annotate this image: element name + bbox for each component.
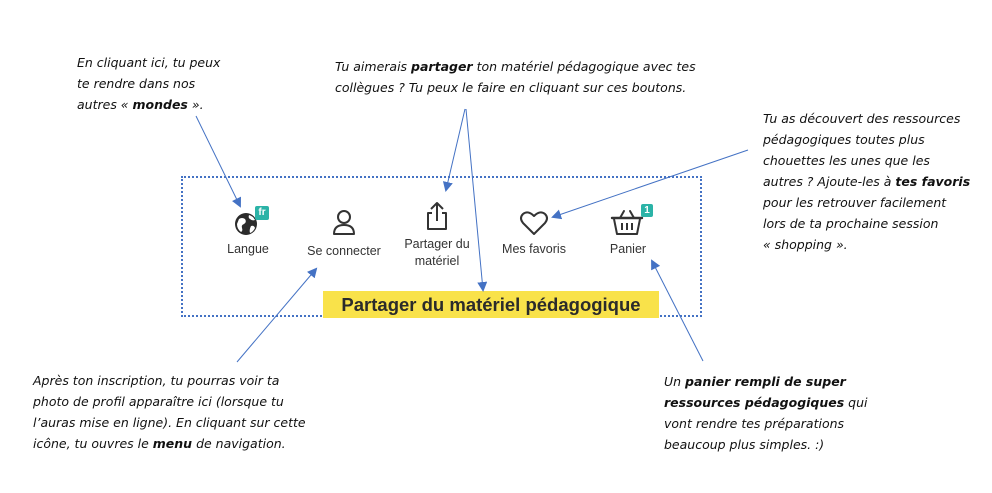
note-profil: Après ton inscription, tu pourras voir t…: [33, 373, 306, 451]
note-partager: Tu aimerais partager ton matériel pédago…: [335, 59, 696, 95]
partager-materiel-button[interactable]: Partager du matériel: [395, 200, 479, 270]
note-mondes: En cliquant ici, tu peux te rendre dans …: [77, 55, 221, 112]
heart-icon: [520, 211, 548, 235]
note-panier: Un panier rempli de super ressources péd…: [664, 374, 868, 452]
mes-favoris-label: Mes favoris: [502, 242, 566, 256]
language-badge: fr: [255, 206, 269, 220]
share-icon: [427, 202, 447, 230]
langue-label: Langue: [227, 242, 269, 256]
mes-favoris-button[interactable]: Mes favoris: [495, 209, 573, 258]
basket-icon: [610, 210, 644, 235]
partager-tooltip: Partager du matériel pédagogique: [323, 291, 659, 318]
partager-materiel-label: Partager du matériel: [404, 237, 470, 268]
panier-label: Panier: [609, 242, 647, 256]
cart-count-badge: 1: [641, 204, 653, 217]
se-connecter-button[interactable]: Se connecter: [298, 207, 390, 260]
se-connecter-label: Se connecter: [307, 244, 381, 258]
note-favoris: Tu as découvert des ressources pédagogiq…: [763, 111, 971, 252]
panier-button[interactable]: 1 Panier: [595, 204, 661, 258]
langue-button[interactable]: fr Langue: [215, 206, 281, 258]
globe-icon: [235, 213, 257, 235]
user-icon: [333, 210, 355, 235]
